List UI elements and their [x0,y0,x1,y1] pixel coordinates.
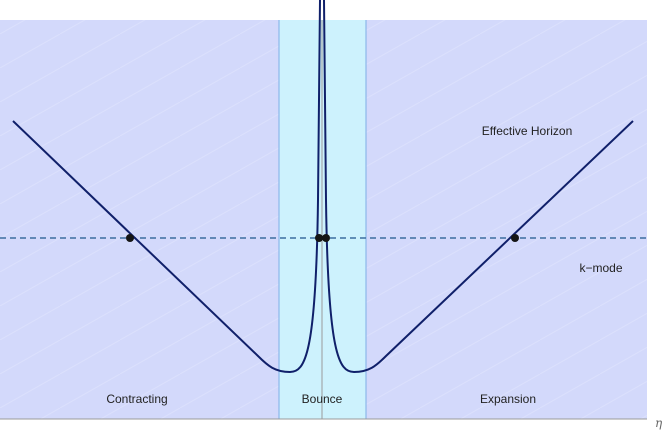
contracting-label: Contracting [106,392,167,406]
horizon-curve-right [323,0,634,374]
crossing-point-bounce-left [315,234,323,242]
crossing-point-bounce-right [322,234,330,242]
k-mode-label: k−mode [579,261,622,275]
horizon-curve-left [12,0,321,374]
expansion-label: Expansion [480,392,536,406]
bounce-label: Bounce [302,392,343,406]
crossing-point-contracting [126,234,134,242]
effective-horizon-label: Effective Horizon [482,124,573,138]
crossing-point-expansion [511,234,519,242]
eta-axis-label: η [655,416,663,430]
